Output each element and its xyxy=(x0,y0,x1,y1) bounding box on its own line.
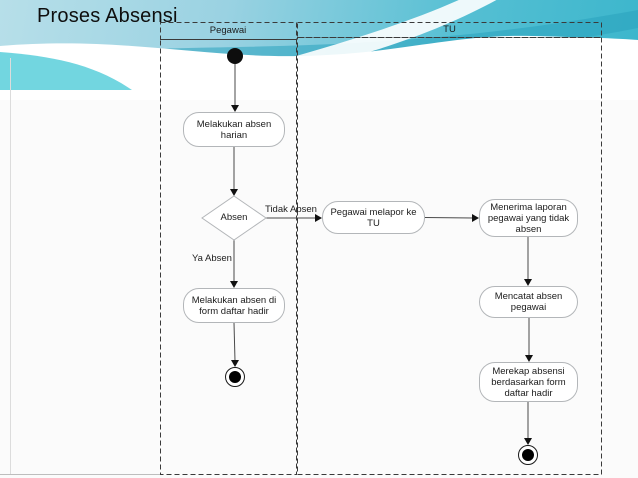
activity-mencatat-absen: Mencatat absen pegawai xyxy=(479,286,578,318)
lane-title-tu: TU xyxy=(443,24,456,35)
edge-label-ya-absen: Ya Absen xyxy=(192,253,232,264)
wave-white-field xyxy=(0,35,638,100)
activity-text-line: Melakukan absen di xyxy=(191,294,277,306)
edge-a3-to-a4 xyxy=(424,217,474,219)
slide-frame-left-line xyxy=(10,58,11,474)
lane-tu-body-box xyxy=(297,37,602,475)
activity-text-line: Menerima laporan xyxy=(490,201,567,213)
activity-melakukan-absen-harian: Melakukan absen harian xyxy=(183,112,285,147)
initial-node xyxy=(227,48,243,64)
arrowhead-start-to-a1 xyxy=(231,105,239,112)
activity-text-line: daftar hadir xyxy=(504,387,553,399)
activity-text-line: berdasarkan form xyxy=(491,376,566,388)
wave-cyan-wedge xyxy=(0,52,132,90)
arrowhead-a6-to-final xyxy=(524,438,532,445)
arrowhead-a4-to-a5 xyxy=(524,279,532,286)
activity-text-line: Merekap absensi xyxy=(492,365,565,377)
arrowhead-a3-to-a4 xyxy=(472,214,479,222)
activity-text-line: harian xyxy=(220,129,248,141)
activity-merekap-absensi: Merekap absensi berdasarkan form daftar … xyxy=(479,362,578,402)
arrowhead-decision-to-a3 xyxy=(315,214,322,222)
slide-frame-bottom-line xyxy=(0,474,161,475)
activity-menerima-laporan: Menerima laporan pegawai yang tidak abse… xyxy=(479,199,578,237)
edge-a2-to-final xyxy=(233,322,236,362)
arrowhead-decision-to-a2 xyxy=(230,281,238,288)
activity-text-line: pegawai xyxy=(510,302,547,313)
activity-text-line: pegawai yang tidak xyxy=(487,212,570,224)
arrowhead-a1-to-decision xyxy=(230,189,238,196)
final-node-tu xyxy=(518,445,538,465)
lane-tu-header-box xyxy=(297,22,602,38)
decision-label-absen: Absen xyxy=(220,212,248,223)
decision-diamond-absen xyxy=(201,195,267,241)
lane-title-pegawai: Pegawai xyxy=(209,25,247,36)
activity-text-line: Melakukan absen xyxy=(196,118,272,130)
edge-label-tidak-absen: Tidak Absen xyxy=(265,204,317,215)
arrowhead-a5-to-a6 xyxy=(525,355,533,362)
activity-text-line: TU xyxy=(367,217,380,229)
activity-melakukan-absen-form: Melakukan absen di form daftar hadir xyxy=(183,288,285,323)
activity-pegawai-melapor-ke-tu: Pegawai melapor ke TU xyxy=(322,201,425,234)
activity-text-line: Mencatat absen xyxy=(494,291,563,302)
final-node-pegawai xyxy=(225,367,245,387)
activity-text-line: form daftar hadir xyxy=(199,305,269,317)
lane-pegawai-body-box xyxy=(160,39,297,475)
activity-text-line: absen xyxy=(515,223,542,235)
arrowhead-a2-to-final xyxy=(231,360,239,367)
page-title: Proses Absensi xyxy=(37,5,178,27)
activity-text-line: Pegawai melapor ke xyxy=(330,206,417,218)
